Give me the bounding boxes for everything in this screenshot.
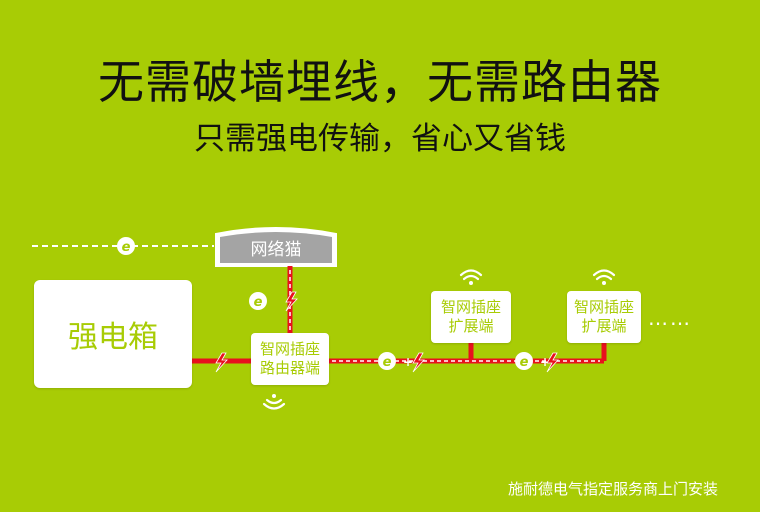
wifi-icon xyxy=(262,394,286,410)
lightning-bolt-icon xyxy=(546,352,559,373)
subtitle: 只需强电传输，省心又省钱 xyxy=(194,121,566,157)
wifi-icon xyxy=(459,269,483,285)
power-box-label: 强电箱 xyxy=(68,320,158,355)
router-socket: 智网插座 路由器端 xyxy=(251,333,329,385)
ext2-label-line1: 智网插座 xyxy=(573,298,634,316)
router-label-line1: 智网插座 xyxy=(259,340,320,358)
lightning-bolt-icon xyxy=(412,352,425,373)
ext2-label-line2: 扩展端 xyxy=(581,317,627,335)
plus-mark-1: + xyxy=(403,355,413,369)
main-title: 无需破墙埋线，无需路由器 xyxy=(98,55,662,109)
extension-socket-2: 智网插座 扩展端 xyxy=(567,291,641,343)
e-circle-1 xyxy=(378,352,396,370)
plus-mark-2: + xyxy=(540,355,550,369)
e-mark-2: e xyxy=(520,355,529,370)
incoming-e-circle xyxy=(117,237,135,255)
router-label-line2: 路由器端 xyxy=(259,359,320,377)
modem-inner xyxy=(220,232,332,263)
ext1-label-line1: 智网插座 xyxy=(440,298,501,316)
extension-socket-1: 智网插座 扩展端 xyxy=(431,291,511,343)
ext1-label-line2: 扩展端 xyxy=(448,317,494,335)
lightning-bolt-icon xyxy=(285,291,298,312)
modem-label: 网络猫 xyxy=(250,240,302,260)
lightning-bolt-icon xyxy=(215,352,228,373)
continuation-ellipsis: …… xyxy=(648,306,692,330)
footer-note: 施耐德电气指定服务商上门安装 xyxy=(507,480,718,498)
vertical-e-circle xyxy=(249,292,267,310)
power-box: 强电箱 xyxy=(34,280,192,388)
incoming-e-mark: e xyxy=(122,240,131,255)
vertical-e-mark: e xyxy=(254,295,263,310)
wifi-icon xyxy=(592,269,616,285)
e-circle-2 xyxy=(515,352,533,370)
e-mark-1: e xyxy=(383,355,392,370)
